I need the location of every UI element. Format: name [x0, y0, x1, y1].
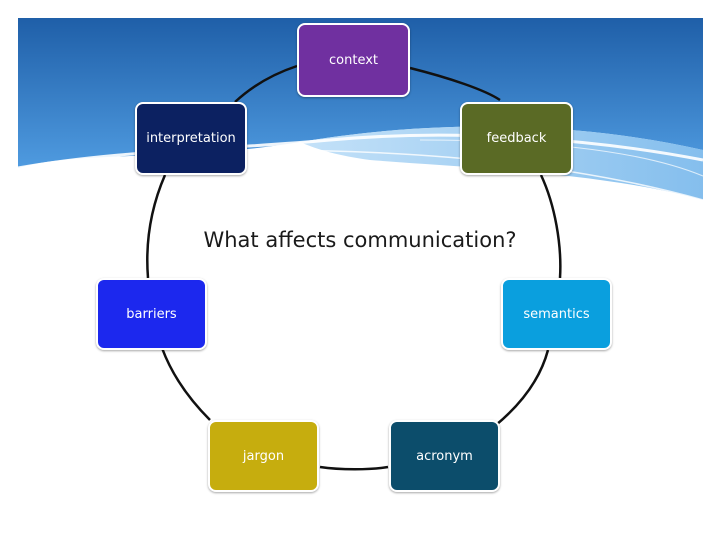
- node-context: context: [297, 23, 410, 97]
- connector-acronym-jargon: [319, 465, 389, 471]
- node-interpretation: interpretation: [135, 102, 247, 175]
- node-context-label: context: [329, 52, 378, 68]
- cycle-connectors: [146, 64, 562, 471]
- node-semantics-label: semantics: [523, 306, 590, 322]
- node-barriers-label: barriers: [126, 306, 177, 322]
- connector-context-feedback: [409, 66, 501, 102]
- swoosh-curve-1: [17, 133, 704, 170]
- center-question: What affects communication?: [203, 228, 517, 252]
- node-acronym-label: acronym: [416, 448, 473, 464]
- connector-interpretation-context: [234, 64, 298, 103]
- node-interpretation-label: interpretation: [146, 131, 236, 146]
- node-jargon: jargon: [208, 420, 319, 492]
- connector-jargon-barriers: [160, 347, 211, 421]
- node-feedback: feedback: [460, 102, 573, 175]
- connector-feedback-semantics: [539, 174, 562, 279]
- node-barriers: barriers: [96, 278, 207, 350]
- connector-semantics-acronym: [495, 349, 550, 426]
- node-feedback-label: feedback: [486, 131, 547, 146]
- node-acronym: acronym: [389, 420, 500, 492]
- node-jargon-label: jargon: [242, 448, 285, 464]
- connector-barriers-interpretation: [146, 174, 167, 279]
- node-semantics: semantics: [501, 278, 612, 350]
